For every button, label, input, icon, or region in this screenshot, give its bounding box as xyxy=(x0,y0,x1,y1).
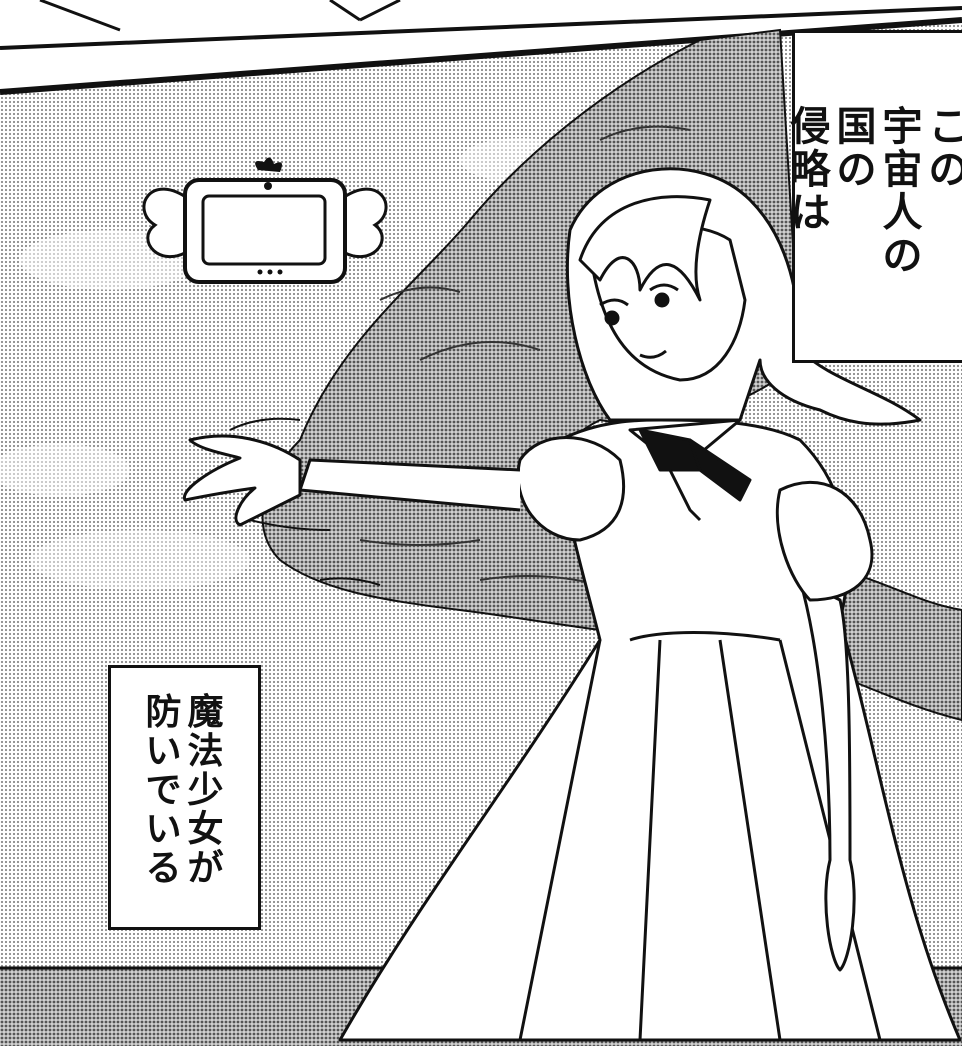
caption-character: い xyxy=(145,812,181,851)
caption-character: 侵 xyxy=(791,107,831,150)
caption-box-top: この宇宙人の国の侵略は xyxy=(792,30,962,363)
caption-character: る xyxy=(145,851,181,890)
caption-character: い xyxy=(145,734,181,773)
caption-character: 宙 xyxy=(883,150,923,193)
caption-character: が xyxy=(188,851,224,890)
caption-character: 魔 xyxy=(188,695,224,734)
caption-character: の xyxy=(929,150,962,193)
caption-character: 女 xyxy=(188,812,224,851)
caption-column: この xyxy=(929,107,962,193)
caption-character: 少 xyxy=(188,773,224,812)
caption-character: は xyxy=(791,193,831,236)
caption-character: で xyxy=(145,773,181,812)
caption-character: 防 xyxy=(145,695,181,734)
caption-column: 魔法少女が xyxy=(188,695,224,890)
caption-character: 人 xyxy=(883,193,923,236)
caption-character: 法 xyxy=(188,734,224,773)
caption-character: の xyxy=(883,236,923,279)
caption-column: 侵略は xyxy=(791,107,831,236)
caption-character: 略 xyxy=(791,150,831,193)
caption-character: 国 xyxy=(837,107,877,150)
caption-column: 宇宙人の xyxy=(883,107,923,279)
caption-character: こ xyxy=(929,107,962,150)
caption-column: 国の xyxy=(837,107,877,193)
caption-box-bottom: 魔法少女が防いでいる xyxy=(108,665,261,930)
caption-column: 防いでいる xyxy=(145,695,181,890)
caption-character: 宇 xyxy=(883,107,923,150)
caption-character: の xyxy=(837,150,877,193)
